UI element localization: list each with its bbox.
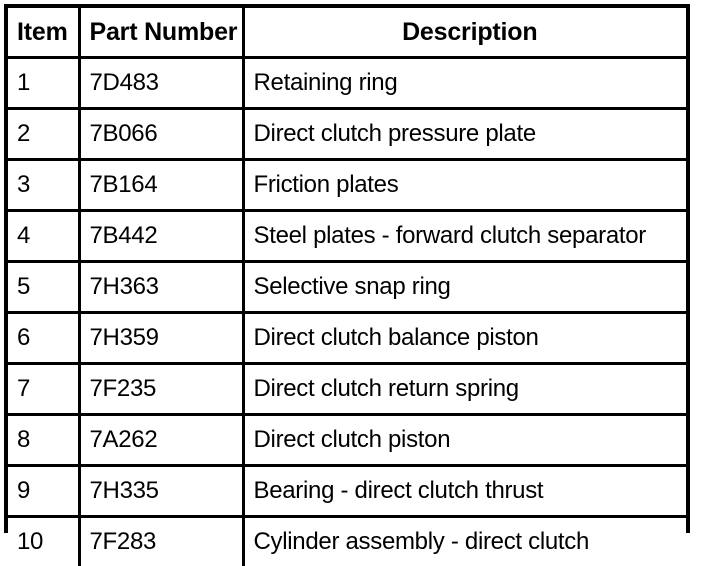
column-header-description: Description (243, 8, 686, 58)
table-header: Item Part Number Description (8, 8, 686, 58)
column-header-item: Item (8, 8, 79, 58)
table-row: 9 7H335 Bearing - direct clutch thrust (8, 466, 686, 517)
cell-description: Direct clutch return spring (243, 364, 686, 415)
cell-part-number: 7F235 (79, 364, 243, 415)
cell-description: Retaining ring (243, 58, 686, 109)
cell-item: 6 (8, 313, 79, 364)
table-row: 1 7D483 Retaining ring (8, 58, 686, 109)
cell-part-number: 7A262 (79, 415, 243, 466)
cell-part-number: 7D483 (79, 58, 243, 109)
table-row: 5 7H363 Selective snap ring (8, 262, 686, 313)
cell-item: 7 (8, 364, 79, 415)
cell-part-number: 7B442 (79, 211, 243, 262)
table-row: 2 7B066 Direct clutch pressure plate (8, 109, 686, 160)
cell-description: Bearing - direct clutch thrust (243, 466, 686, 517)
cell-item: 9 (8, 466, 79, 517)
cell-item: 1 (8, 58, 79, 109)
cell-item: 4 (8, 211, 79, 262)
table-row: 8 7A262 Direct clutch piston (8, 415, 686, 466)
cell-item: 10 (8, 517, 79, 566)
cell-item: 2 (8, 109, 79, 160)
cell-part-number: 7B164 (79, 160, 243, 211)
cell-description: Direct clutch pressure plate (243, 109, 686, 160)
parts-table: Item Part Number Description 1 7D483 Ret… (8, 8, 686, 566)
cell-description: Direct clutch piston (243, 415, 686, 466)
cell-item: 3 (8, 160, 79, 211)
cell-part-number: 7H359 (79, 313, 243, 364)
table-body: 1 7D483 Retaining ring 2 7B066 Direct cl… (8, 58, 686, 566)
table-row: 10 7F283 Cylinder assembly - direct clut… (8, 517, 686, 566)
cell-part-number: 7H363 (79, 262, 243, 313)
cell-description: Cylinder assembly - direct clutch (243, 517, 686, 566)
table-row: 7 7F235 Direct clutch return spring (8, 364, 686, 415)
cell-item: 5 (8, 262, 79, 313)
cell-description: Friction plates (243, 160, 686, 211)
cell-description: Steel plates - forward clutch separator (243, 211, 686, 262)
table-header-row: Item Part Number Description (8, 8, 686, 58)
cell-description: Direct clutch balance piston (243, 313, 686, 364)
page-canvas: Item Part Number Description 1 7D483 Ret… (0, 0, 704, 540)
column-header-part-number: Part Number (79, 8, 243, 58)
cell-part-number: 7B066 (79, 109, 243, 160)
table-row: 6 7H359 Direct clutch balance piston (8, 313, 686, 364)
parts-table-container: Item Part Number Description 1 7D483 Ret… (4, 4, 690, 533)
cell-part-number: 7H335 (79, 466, 243, 517)
cell-item: 8 (8, 415, 79, 466)
cell-description: Selective snap ring (243, 262, 686, 313)
table-row: 4 7B442 Steel plates - forward clutch se… (8, 211, 686, 262)
cell-part-number: 7F283 (79, 517, 243, 566)
table-row: 3 7B164 Friction plates (8, 160, 686, 211)
